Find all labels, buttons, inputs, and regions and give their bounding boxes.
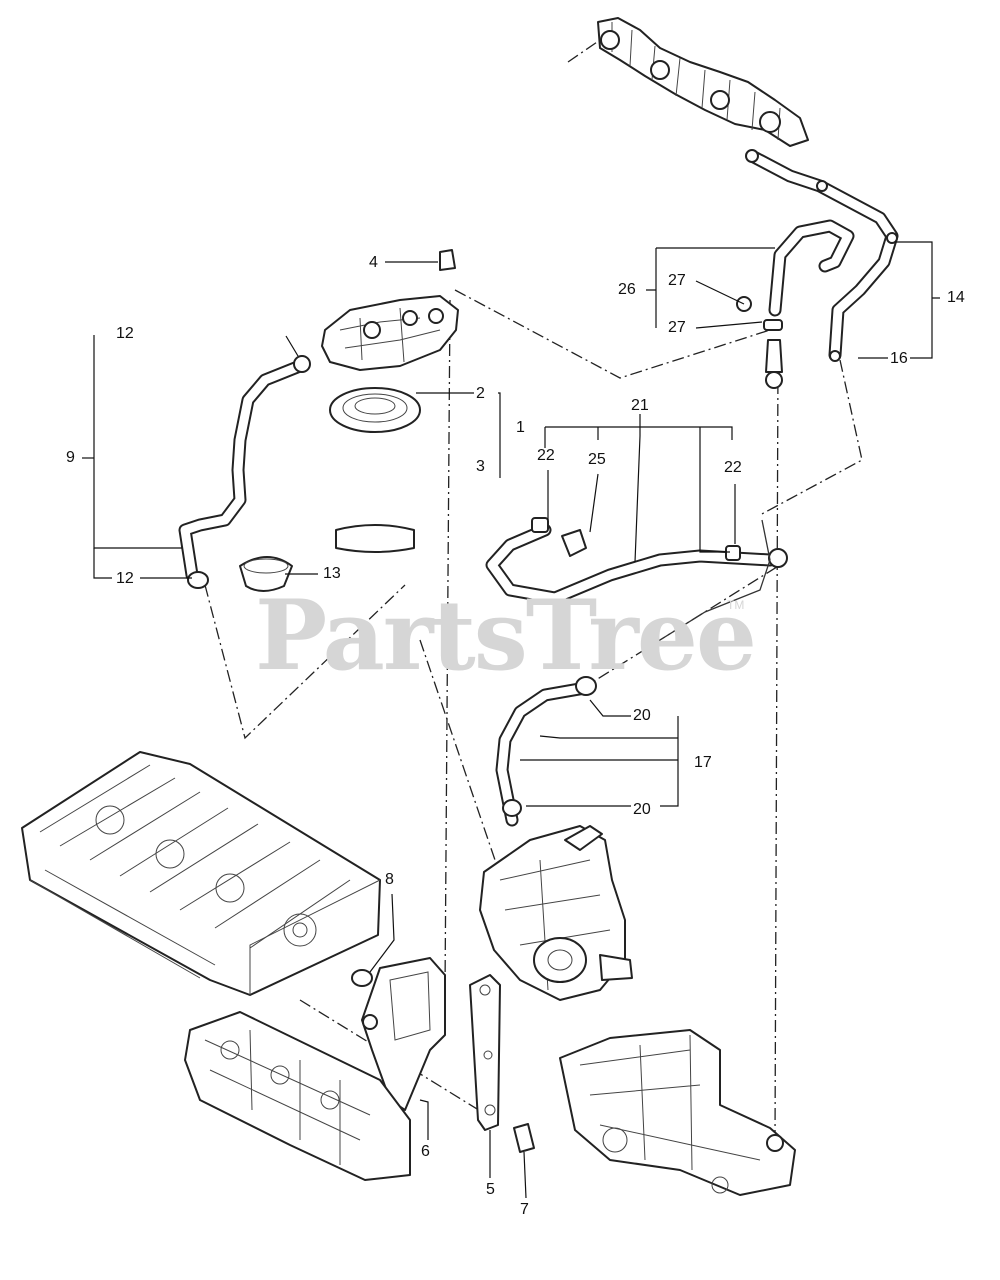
callout-21: 21 bbox=[629, 397, 651, 414]
gear-housing bbox=[559, 1029, 796, 1196]
callout-12-top: 12 bbox=[114, 325, 136, 342]
callout-26: 26 bbox=[616, 281, 638, 298]
injector-rail bbox=[597, 17, 809, 147]
mounting-bracket bbox=[351, 957, 446, 1111]
callout-2: 2 bbox=[474, 385, 487, 402]
callout-22-right: 22 bbox=[722, 459, 744, 476]
callout-5: 5 bbox=[484, 1181, 497, 1198]
watermark-brand: PartsTree bbox=[255, 579, 757, 692]
callout-leaders bbox=[82, 241, 940, 1199]
elbow-hose bbox=[736, 219, 855, 389]
callout-6: 6 bbox=[419, 1143, 432, 1160]
callout-4: 4 bbox=[367, 254, 380, 271]
callout-27-top: 27 bbox=[666, 272, 688, 289]
callout-8: 8 bbox=[383, 871, 396, 888]
callout-25: 25 bbox=[586, 451, 608, 468]
callout-9: 9 bbox=[64, 449, 77, 466]
callout-17: 17 bbox=[692, 754, 714, 771]
callout-16: 16 bbox=[888, 350, 910, 367]
watermark-trademark: TM bbox=[727, 598, 745, 612]
callout-1: 1 bbox=[514, 419, 527, 436]
callout-20-top: 20 bbox=[631, 707, 653, 724]
callout-27-bottom: 27 bbox=[666, 319, 688, 336]
cylinder-head bbox=[21, 751, 381, 996]
callout-20-bottom: 20 bbox=[631, 801, 653, 818]
fuel-filter-assembly bbox=[239, 249, 459, 592]
callout-3: 3 bbox=[474, 458, 487, 475]
supply-hose bbox=[178, 335, 311, 589]
callout-14: 14 bbox=[945, 289, 967, 306]
callout-13: 13 bbox=[321, 565, 343, 582]
leak-off-pipe bbox=[485, 517, 788, 641]
callout-7: 7 bbox=[518, 1201, 531, 1218]
callout-12-bottom: 12 bbox=[114, 570, 136, 587]
support-link bbox=[469, 974, 535, 1153]
intake-manifold bbox=[184, 1011, 411, 1181]
pump-feed-hose bbox=[495, 676, 597, 827]
injection-pump bbox=[479, 825, 633, 1001]
callout-22-left: 22 bbox=[535, 447, 557, 464]
return-line bbox=[745, 149, 899, 362]
